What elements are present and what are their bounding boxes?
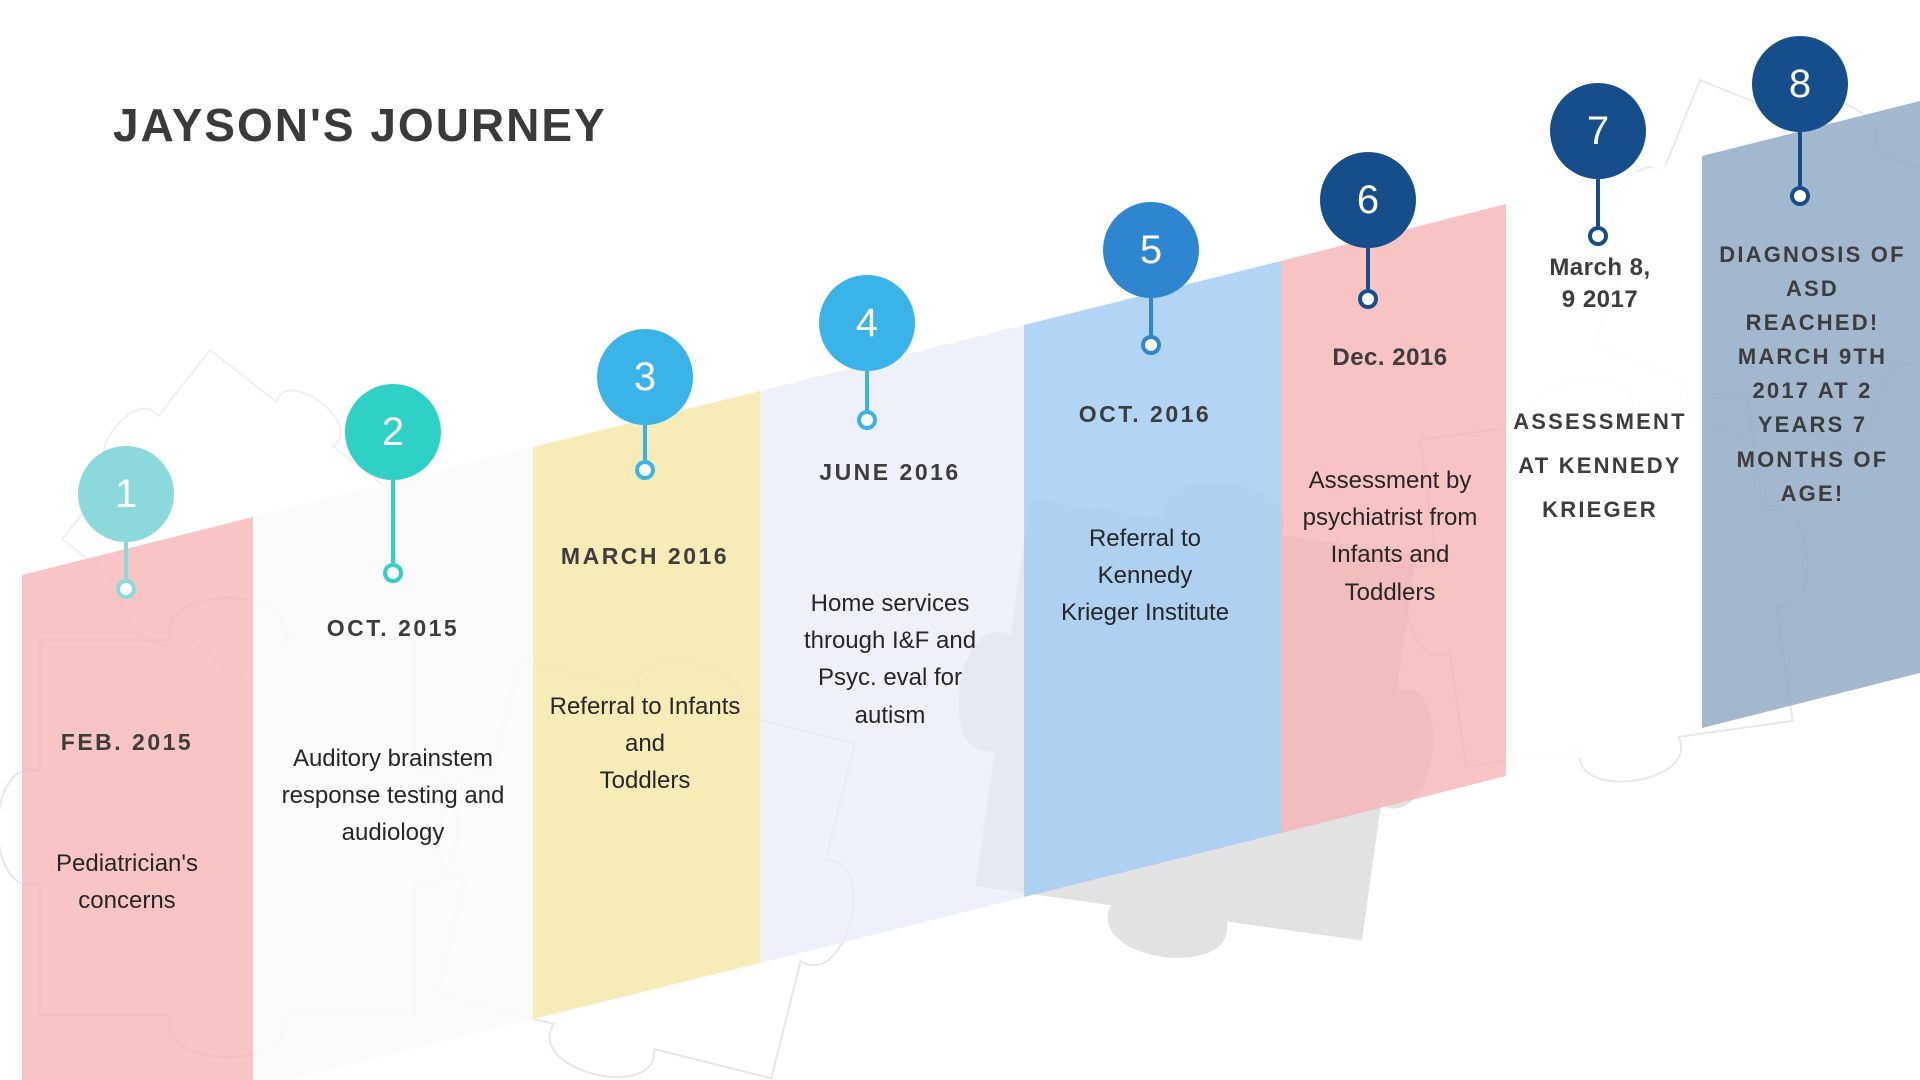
timeline-bands bbox=[22, 101, 1920, 1080]
milestone-description: Pediatrician's concerns bbox=[56, 850, 198, 915]
milestone-date: MARCH 2016 bbox=[560, 543, 730, 569]
milestone-number-badge: 7 bbox=[1550, 83, 1646, 179]
milestone-8: 8 DIAGNOSIS OF ASD REACHED! MARCH 9TH 20… bbox=[1715, 0, 1910, 1080]
pin-stem bbox=[124, 542, 128, 579]
milestone-number-badge: 4 bbox=[819, 275, 915, 371]
pin-dot bbox=[857, 410, 877, 430]
pin-stem bbox=[1149, 298, 1153, 335]
band-8 bbox=[1702, 101, 1920, 728]
pin-dot bbox=[1141, 335, 1161, 355]
milestone-5: 5 OCT. 2016 Referral to Kennedy Krieger … bbox=[1025, 0, 1265, 1080]
pin-dot bbox=[116, 579, 136, 599]
milestone-description: Auditory brainstem response testing and … bbox=[281, 745, 505, 847]
milestone-date: JUNE 2016 bbox=[819, 459, 961, 485]
pin-stem bbox=[391, 480, 395, 563]
milestone-description: Assessment by psychiatrist from Infants … bbox=[1302, 467, 1478, 606]
milestone-number-badge: 1 bbox=[78, 446, 174, 542]
pin-stem bbox=[1798, 132, 1802, 186]
milestone-1: 1 FEB. 2015 Pediatrician's concerns bbox=[7, 0, 247, 1080]
milestone-date: OCT. 2016 bbox=[1078, 401, 1212, 427]
band-5 bbox=[1024, 261, 1281, 897]
milestone-description: ASSESSMENT AT KENNEDY KRIEGER bbox=[1513, 409, 1687, 522]
milestone-number: 3 bbox=[633, 355, 657, 399]
milestone-1-pin: 1 bbox=[78, 446, 174, 599]
milestone-description: Referral to Infants and Toddlers bbox=[549, 693, 741, 795]
milestone-number-badge: 8 bbox=[1752, 36, 1848, 132]
pin-stem bbox=[643, 425, 647, 460]
band-2 bbox=[253, 447, 533, 1080]
milestone-number: 2 bbox=[381, 410, 405, 454]
milestone-6-pin: 6 bbox=[1320, 152, 1416, 309]
milestone-4: 4 JUNE 2016 Home services through I&F an… bbox=[765, 0, 1015, 1080]
milestone-number-badge: 2 bbox=[345, 384, 441, 480]
milestone-7: 7 March 8, 9 2017 ASSESSMENT AT KENNEDY … bbox=[1500, 0, 1700, 1080]
milestone-number-badge: 5 bbox=[1103, 202, 1199, 298]
milestone-number-badge: 6 bbox=[1320, 152, 1416, 248]
pin-dot bbox=[1588, 226, 1608, 246]
pin-stem bbox=[1366, 248, 1370, 289]
milestone-2: 2 OCT. 2015 Auditory brainstem response … bbox=[263, 0, 523, 1080]
band-3 bbox=[533, 391, 760, 1019]
milestone-number: 6 bbox=[1356, 178, 1380, 222]
milestone-date: Dec. 2016 bbox=[1332, 344, 1448, 371]
pin-dot bbox=[635, 460, 655, 480]
pin-stem bbox=[1596, 179, 1600, 226]
band-7 bbox=[1506, 156, 1702, 776]
band-1 bbox=[22, 517, 253, 1080]
pin-dot bbox=[383, 563, 403, 583]
milestone-description: Referral to Kennedy Krieger Institute bbox=[1060, 525, 1230, 627]
milestone-3-pin: 3 bbox=[597, 329, 693, 480]
milestone-number: 1 bbox=[114, 472, 138, 516]
milestone-date: March 8, 9 2017 bbox=[1549, 254, 1651, 314]
milestone-8-pin: 8 bbox=[1752, 36, 1848, 206]
milestone-3: 3 MARCH 2016 Referral to Infants and Tod… bbox=[530, 0, 760, 1080]
milestone-7-pin: 7 bbox=[1550, 83, 1646, 246]
milestone-description: DIAGNOSIS OF ASD REACHED! MARCH 9TH 2017… bbox=[1719, 242, 1906, 506]
milestone-date: OCT. 2015 bbox=[326, 615, 460, 641]
page-title: JAYSON'S JOURNEY bbox=[113, 99, 607, 151]
band-6 bbox=[1281, 204, 1506, 833]
pin-stem bbox=[865, 371, 869, 410]
milestone-number-badge: 3 bbox=[597, 329, 693, 425]
milestone-number: 4 bbox=[855, 301, 879, 345]
pin-dot bbox=[1358, 289, 1378, 309]
milestone-date: FEB. 2015 bbox=[60, 729, 194, 755]
pin-dot bbox=[1790, 186, 1810, 206]
milestone-number: 7 bbox=[1586, 109, 1610, 153]
milestone-6: 6 Dec. 2016 Assessment by psychiatrist f… bbox=[1275, 0, 1505, 1080]
milestone-2-pin: 2 bbox=[345, 384, 441, 583]
milestone-number: 5 bbox=[1139, 228, 1163, 272]
milestone-number: 8 bbox=[1788, 62, 1812, 106]
band-4 bbox=[760, 325, 1024, 963]
milestone-5-pin: 5 bbox=[1103, 202, 1199, 355]
milestone-4-pin: 4 bbox=[819, 275, 915, 430]
milestone-description: Home services through I&F and Psyc. eval… bbox=[803, 590, 977, 729]
